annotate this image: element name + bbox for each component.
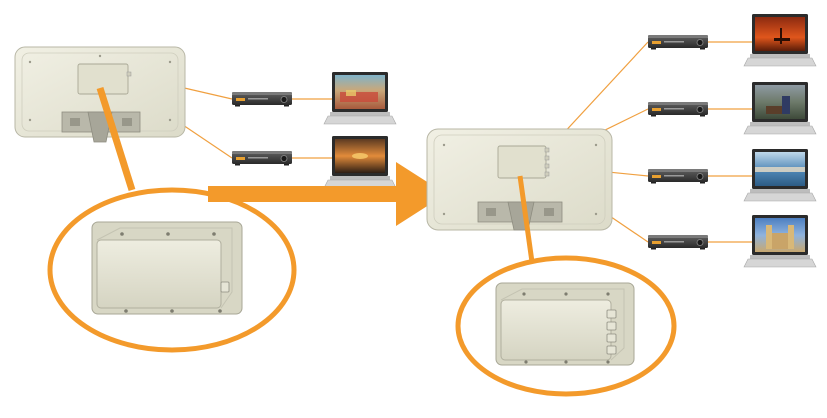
tv-icon — [323, 135, 397, 189]
tv-icon — [323, 71, 397, 125]
left-zoom-pointer — [96, 86, 136, 192]
right-panel-back — [426, 128, 613, 231]
tv-icon — [743, 81, 817, 135]
tv-icon — [743, 13, 817, 67]
right-zoomed-module — [495, 282, 635, 366]
tv-icon — [743, 214, 817, 268]
tv-icon — [743, 148, 817, 202]
right-zoom-ellipse — [455, 255, 677, 397]
left-zoomed-module — [91, 221, 243, 315]
right-setup — [426, 13, 817, 397]
set-top-receiver-icon — [647, 101, 709, 117]
set-top-receiver-icon — [231, 150, 293, 166]
set-top-receiver-icon — [647, 168, 709, 184]
set-top-receiver-icon — [231, 91, 293, 107]
set-top-receiver-icon — [647, 34, 709, 50]
set-top-receiver-icon — [647, 234, 709, 250]
left-zoom-ellipse — [47, 187, 297, 353]
left-setup — [14, 46, 397, 353]
right-arrow-icon — [208, 162, 446, 226]
right-zoom-pointer — [517, 175, 535, 263]
